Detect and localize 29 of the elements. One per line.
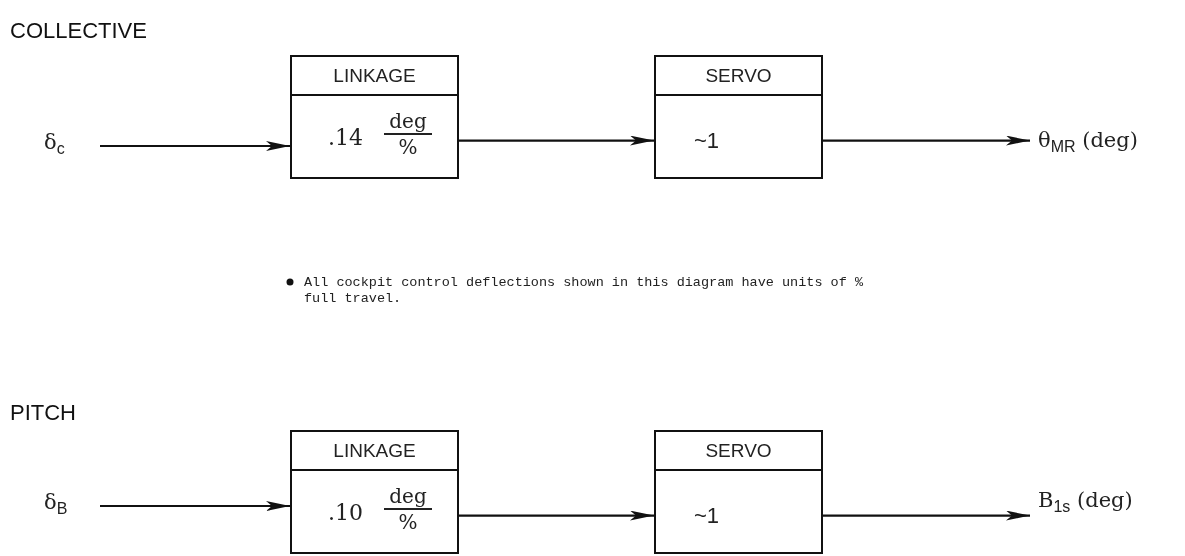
fraction-denominator: % xyxy=(397,510,419,534)
transfer-function-block xyxy=(290,430,459,554)
block-title: SERVO xyxy=(656,432,821,471)
arrow xyxy=(459,510,654,521)
arrow xyxy=(459,135,654,146)
arrow xyxy=(100,141,290,151)
fraction-numerator: deg xyxy=(384,109,432,135)
block-title: LINKAGE xyxy=(292,57,457,96)
fraction-denominator: % xyxy=(397,135,419,159)
gain-value: ~1 xyxy=(694,128,720,154)
signal-label: δ$_{c}$ xyxy=(44,130,65,159)
arrow xyxy=(823,510,1030,521)
arrow xyxy=(100,501,290,511)
section-heading: COLLECTIVE xyxy=(10,18,147,44)
block-title: SERVO xyxy=(656,57,821,96)
section-heading: PITCH xyxy=(10,400,76,426)
signal-label: θ$_{MR}$ (deg) xyxy=(1038,128,1138,157)
gain-value: .14 xyxy=(328,125,363,150)
signal-label: δ$_{B}$ xyxy=(44,490,68,519)
fraction-numerator: deg xyxy=(384,484,432,510)
note-text: All cockpit control deflections shown in this diagram have units of % full travel. xyxy=(304,275,864,307)
transfer-function-block xyxy=(654,430,823,554)
transfer-function-block xyxy=(290,55,459,179)
gain-value: ~1 xyxy=(694,503,720,529)
gain-value: .10 xyxy=(328,500,363,525)
signal-label: B$_{1s}$ (deg) xyxy=(1038,488,1133,517)
arrow xyxy=(823,135,1030,146)
transfer-function-block xyxy=(654,55,823,179)
block-title: LINKAGE xyxy=(292,432,457,471)
